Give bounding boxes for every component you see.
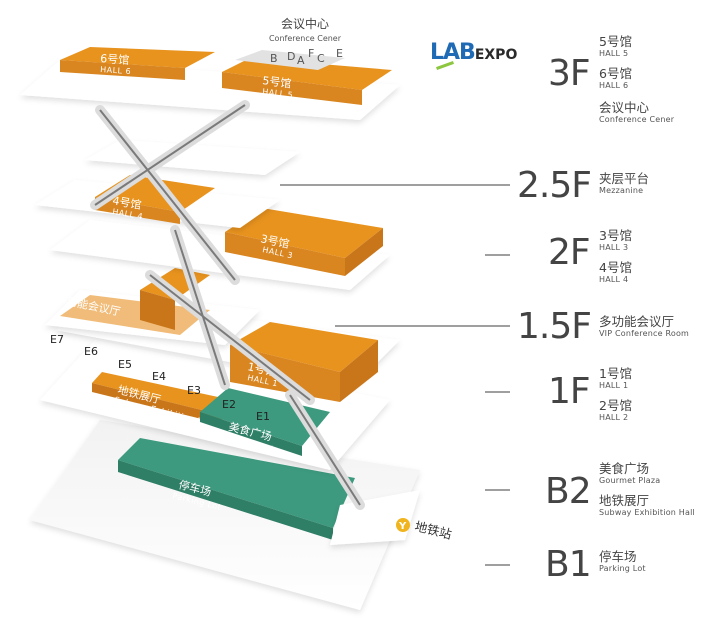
legend-conference-en: Conference Cener [599, 115, 675, 125]
legend-parking-en: Parking Lot [599, 564, 646, 574]
legend-conference-zh: 会议中心 [599, 100, 650, 115]
gourmet-plaza [200, 388, 330, 446]
legend-hall4: 4号馆 HALL 4 [599, 260, 632, 285]
gate-e6: E6 [84, 345, 98, 358]
floor-1f: 1F [548, 371, 591, 412]
floor-1-5f: 1.5F [517, 306, 592, 347]
hall3-side [345, 228, 383, 276]
floor-b2: B2 [545, 471, 592, 512]
hall5-label-zh: 5号馆 [262, 73, 292, 90]
gate-e1: E1 [256, 410, 270, 423]
floor-2f: 2F [548, 232, 591, 273]
hall1-side [340, 340, 378, 402]
conference-rooms [235, 50, 345, 70]
labexpo-logo: LABEXPO [430, 40, 518, 70]
floor-b1: B1 [545, 544, 592, 585]
parking-lot-side [118, 460, 333, 540]
subway-exhibition-hall [92, 372, 232, 415]
hall3-top [225, 208, 383, 258]
gate-e7: E7 [50, 333, 64, 346]
legend-vip-room-en: VIP Conference Room [599, 329, 690, 339]
hall3-label-zh: 3号馆 [259, 231, 290, 251]
legend-conference: 会议中心 Conference Cener [599, 100, 675, 125]
legend-hall5-en: HALL 5 [599, 49, 629, 59]
floor-3f: 3F [548, 53, 591, 94]
legend-hall1-zh: 1号馆 [599, 366, 632, 381]
hall4-label-zh: 4号馆 [111, 193, 142, 212]
gate-e2: E2 [222, 398, 236, 411]
legend-hall3: 3号馆 HALL 3 [599, 228, 632, 253]
conference-title-en: Conference Cener [269, 34, 342, 43]
hall3-front [225, 232, 345, 276]
legend-mezzanine-en: Mezzanine [599, 186, 644, 196]
parking-lot-area [118, 438, 355, 528]
logo-expo-text: EXPO [474, 47, 518, 63]
legend-mezzanine: 夹层平台 Mezzanine [599, 171, 650, 196]
hall6-label-en: HALL 6 [100, 65, 132, 76]
legend-hall2: 2号馆 HALL 2 [599, 398, 632, 423]
metro-icon [396, 518, 410, 532]
gate-e4: E4 [152, 370, 166, 383]
subway-exhibition-side [92, 383, 222, 424]
legend-gourmet: 美食广场 Gourmet Plaza [599, 461, 661, 486]
legend-subway-en: Subway Exhibition Hall [599, 508, 695, 518]
hall6-label-zh: 6号馆 [100, 51, 130, 67]
legend-hall6-en: HALL 6 [599, 81, 629, 91]
hall5-label-en: HALL 5 [262, 87, 294, 100]
hall4-front [95, 197, 180, 224]
conference-room-c: C [317, 52, 325, 65]
legend-mezzanine-zh: 夹层平台 [599, 171, 650, 186]
gate-e5: E5 [118, 358, 132, 371]
legend-hall6: 6号馆 HALL 6 [599, 66, 632, 91]
legend-hall6-zh: 6号馆 [599, 66, 632, 81]
legend-hall5-zh: 5号馆 [599, 34, 632, 49]
conference-room-b: B [270, 52, 278, 65]
legend-vip-room-zh: 多功能会议厅 [599, 314, 675, 329]
hall5-front [222, 72, 362, 105]
legend-gourmet-en: Gourmet Plaza [599, 476, 661, 486]
legend-hall4-zh: 4号馆 [599, 260, 632, 275]
escalator-treads [94, 104, 361, 506]
leader-lines [280, 184, 510, 566]
legend-subway-zh: 地铁展厅 [599, 493, 650, 508]
legend-parking-zh: 停车场 [599, 549, 637, 564]
hall5-top [222, 58, 392, 90]
floor-2-5f: 2.5F [517, 165, 592, 206]
mezzanine-slab [85, 140, 300, 175]
hall1-top [230, 322, 378, 372]
gourmet-plaza-side [200, 412, 302, 456]
legend-hall3-zh: 3号馆 [599, 228, 632, 243]
vip-room-block-side [140, 290, 175, 330]
legend-hall2-en: HALL 2 [599, 413, 629, 423]
legend-vip-room: 多功能会议厅 VIP Conference Room [599, 314, 690, 339]
legend-subway: 地铁展厅 Subway Exhibition Hall [599, 493, 695, 518]
metro-label: 地铁站 [413, 518, 453, 542]
legend-hall5: 5号馆 HALL 5 [599, 34, 632, 59]
legend-hall1-en: HALL 1 [599, 381, 629, 391]
legend-hall1: 1号馆 HALL 1 [599, 366, 632, 391]
metro-corridor [330, 490, 420, 545]
conference-room-f: F [308, 47, 314, 60]
legend-gourmet-zh: 美食广场 [599, 461, 650, 476]
hall6-front [60, 60, 185, 80]
hall6-top [60, 47, 215, 68]
metro-icon-glyph: Y [398, 521, 407, 532]
conference-title-zh: 会议中心 [281, 16, 329, 31]
logo-lab-text: LAB [430, 40, 476, 65]
conference-room-e: E [336, 47, 343, 60]
legend-hall2-zh: 2号馆 [599, 398, 632, 413]
legend-parking: 停车场 Parking Lot [599, 549, 646, 574]
conference-room-a: A [297, 54, 305, 67]
gate-e3: E3 [187, 384, 201, 397]
legend-hall4-en: HALL 4 [599, 275, 629, 285]
conference-room-d: D [287, 50, 295, 63]
legend-hall3-en: HALL 3 [599, 243, 629, 253]
